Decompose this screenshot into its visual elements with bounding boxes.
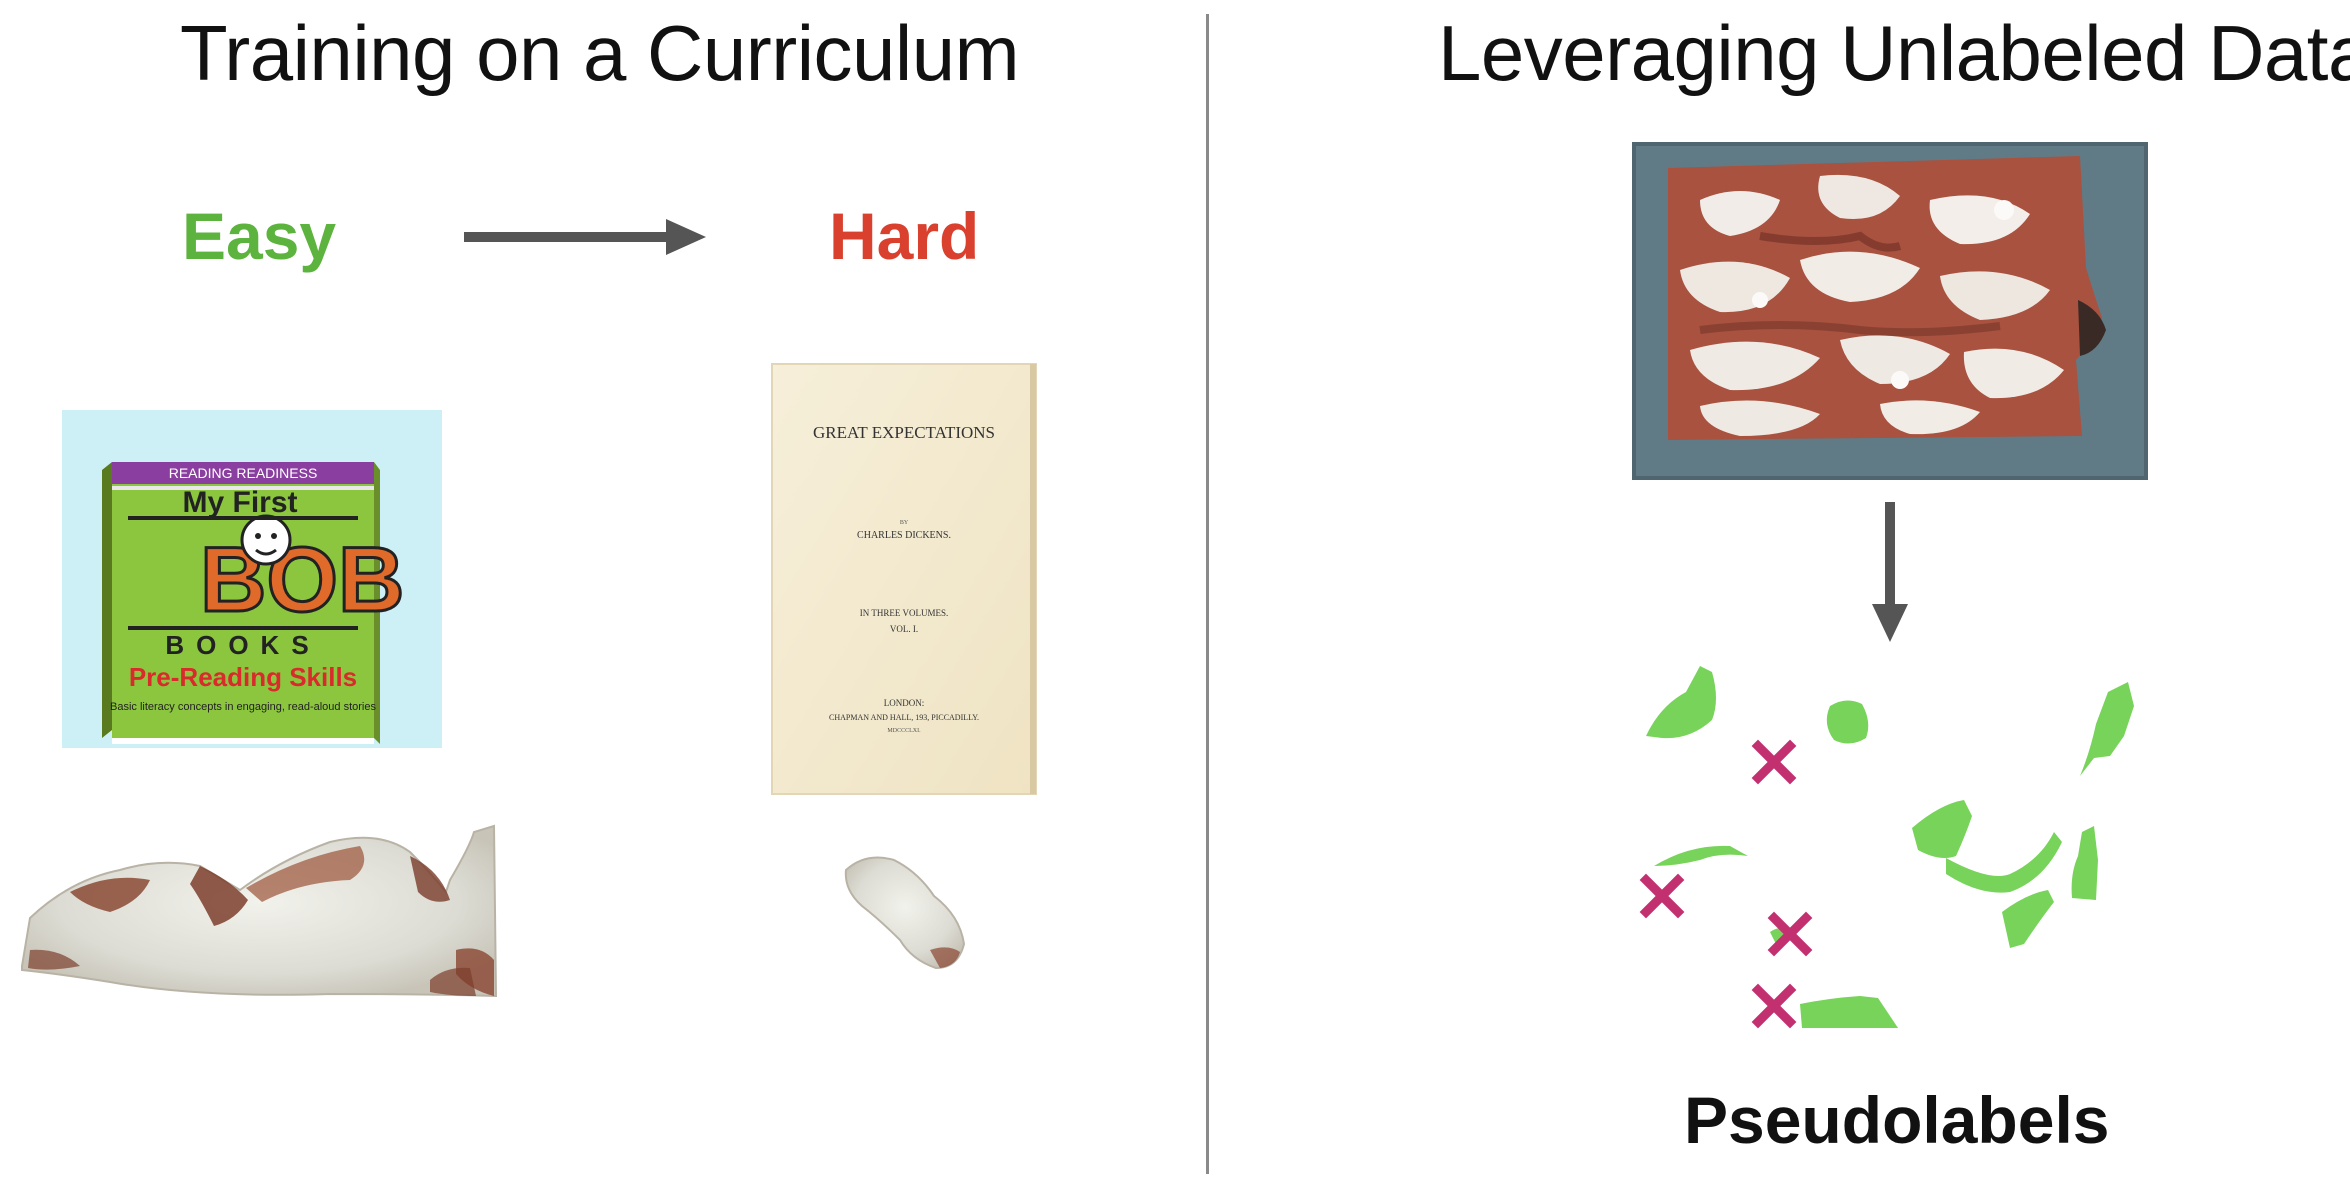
reject-x-icon bbox=[1767, 911, 1813, 957]
easy-book-my-first: My First bbox=[182, 486, 297, 519]
pseudolabels-label: Pseudolabels bbox=[1684, 1083, 2110, 1157]
easy-rock-crop bbox=[21, 824, 498, 998]
pseudolabel-blob bbox=[1800, 996, 1898, 1028]
easy-book-image: BOB bbox=[62, 410, 442, 748]
rejected-marks bbox=[1639, 739, 1813, 1029]
reject-x-icon bbox=[1751, 983, 1797, 1029]
pseudolabel-blob bbox=[1826, 700, 1869, 744]
pseudolabel-blob bbox=[1912, 800, 1972, 858]
pseudolabel-blobs bbox=[1646, 666, 2134, 1028]
hard-rock-crop bbox=[844, 856, 966, 970]
bob-letters: BOB bbox=[200, 529, 404, 631]
hard-label: Hard bbox=[829, 199, 980, 273]
right-panel-title: Leveraging Unlabeled Data bbox=[1438, 9, 2350, 97]
hard-book-city: LONDON: bbox=[884, 698, 925, 708]
reject-x-icon bbox=[1751, 739, 1797, 785]
hard-book-vol: VOL. I. bbox=[890, 624, 918, 634]
hard-book-title: GREAT EXPECTATIONS bbox=[813, 423, 995, 442]
left-panel-title: Training on a Curriculum bbox=[180, 9, 1020, 97]
curriculum-arrow bbox=[464, 219, 706, 255]
easy-book-books: BOOKS bbox=[165, 630, 320, 660]
pseudolabel-blob bbox=[2002, 890, 2054, 948]
pseudolabel-arrow bbox=[1872, 502, 1908, 642]
unlabeled-core-image bbox=[1632, 142, 2148, 480]
easy-book-subtitle: Pre-Reading Skills bbox=[129, 662, 357, 692]
hard-book-volumes: IN THREE VOLUMES. bbox=[860, 608, 948, 618]
pseudolabel-blob bbox=[1654, 845, 1748, 866]
hard-book-author: CHARLES DICKENS. bbox=[857, 530, 951, 541]
pseudolabel-blob bbox=[2071, 826, 2098, 900]
reject-x-icon bbox=[1639, 873, 1685, 919]
easy-book-tagline: Basic literacy concepts in engaging, rea… bbox=[110, 701, 376, 713]
pseudolabel-blob bbox=[1646, 666, 1716, 739]
hard-book-year: MDCCCLXI. bbox=[887, 728, 921, 734]
bob-face-icon bbox=[240, 514, 292, 566]
panel-divider bbox=[1206, 14, 1209, 1174]
pseudolabel-blob bbox=[1946, 832, 2062, 893]
hard-book-publisher: CHAPMAN AND HALL, 193, PICCADILLY. bbox=[829, 713, 979, 722]
hard-book-by: BY bbox=[900, 520, 909, 526]
hard-book-image bbox=[771, 363, 1037, 795]
pseudolabel-blob bbox=[2080, 682, 2134, 776]
easy-label: Easy bbox=[182, 199, 337, 273]
easy-book-banner: READING READINESS bbox=[169, 465, 318, 481]
